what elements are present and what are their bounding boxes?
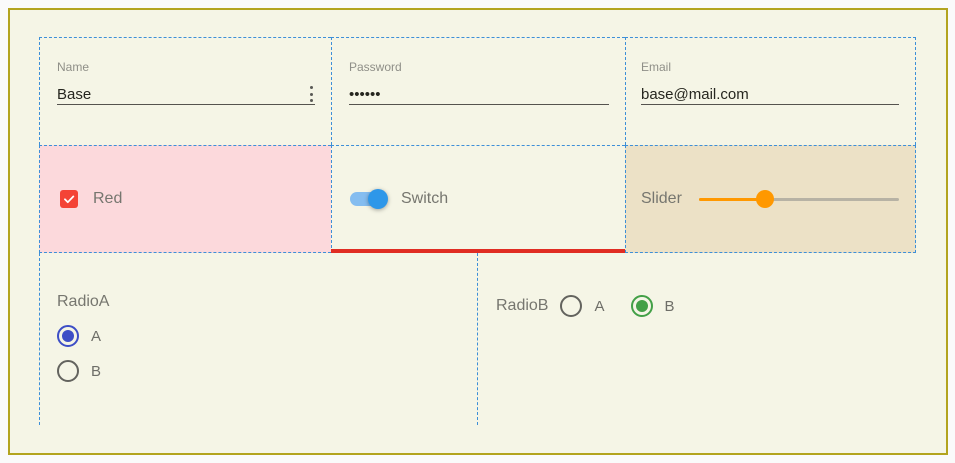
radio-group-a-label: RadioA xyxy=(57,293,110,310)
radio-group-b-cell: RadioB A B xyxy=(477,253,947,425)
slider-fill xyxy=(698,197,765,201)
radio-b-b-selected[interactable] xyxy=(630,295,653,317)
radio-option[interactable]: B xyxy=(630,295,675,317)
switch-thumb[interactable] xyxy=(368,189,388,209)
radio-group-a: RadioA A B xyxy=(40,253,477,382)
checkbox-cell: Red xyxy=(39,145,331,253)
slider-cell: Slider xyxy=(625,145,916,253)
radio-option[interactable]: B xyxy=(57,360,477,382)
checkbox-label: Red xyxy=(93,190,123,207)
radio-option-label: B xyxy=(664,297,675,315)
radio-option[interactable]: A xyxy=(560,295,605,317)
radio-option-label: A xyxy=(594,297,605,315)
slider-track[interactable] xyxy=(698,190,899,208)
radio-a-a-selected[interactable] xyxy=(57,325,79,347)
check-icon xyxy=(64,195,75,204)
switch-toggle[interactable] xyxy=(350,189,388,209)
slider-thumb[interactable] xyxy=(755,190,774,208)
email-input[interactable]: base@mail.com xyxy=(641,84,899,105)
radio-group-b-label: RadioB xyxy=(496,297,549,314)
red-checkbox[interactable] xyxy=(60,190,78,208)
name-input-value[interactable]: Base xyxy=(57,85,92,103)
radio-option[interactable]: A xyxy=(57,325,477,347)
radio-a-b[interactable] xyxy=(57,360,79,382)
radio-group-a-cell: RadioA A B xyxy=(39,253,477,425)
email-input-value[interactable]: base@mail.com xyxy=(641,85,749,103)
password-input[interactable]: •••••• xyxy=(349,84,609,105)
slider-label: Slider xyxy=(641,190,682,207)
switch-cell: Switch xyxy=(331,145,625,253)
name-input[interactable]: Base xyxy=(57,84,315,105)
radio-option-label: B xyxy=(91,362,102,380)
email-field-label: Email xyxy=(641,60,672,74)
password-field-cell: Password •••••• xyxy=(331,37,625,145)
radio-b-a[interactable] xyxy=(560,295,583,317)
name-field-label: Name xyxy=(57,60,90,74)
switch-label: Switch xyxy=(401,190,449,207)
radio-option-label: A xyxy=(91,327,102,345)
radio-group-b: RadioB A B xyxy=(478,253,947,317)
switch-error-underline xyxy=(331,249,625,253)
name-field-cell: Name Base xyxy=(39,37,331,145)
password-field-label: Password xyxy=(349,60,402,74)
password-input-value[interactable]: •••••• xyxy=(349,85,381,103)
kebab-menu-icon[interactable] xyxy=(308,85,315,104)
email-field-cell: Email base@mail.com xyxy=(625,37,916,145)
